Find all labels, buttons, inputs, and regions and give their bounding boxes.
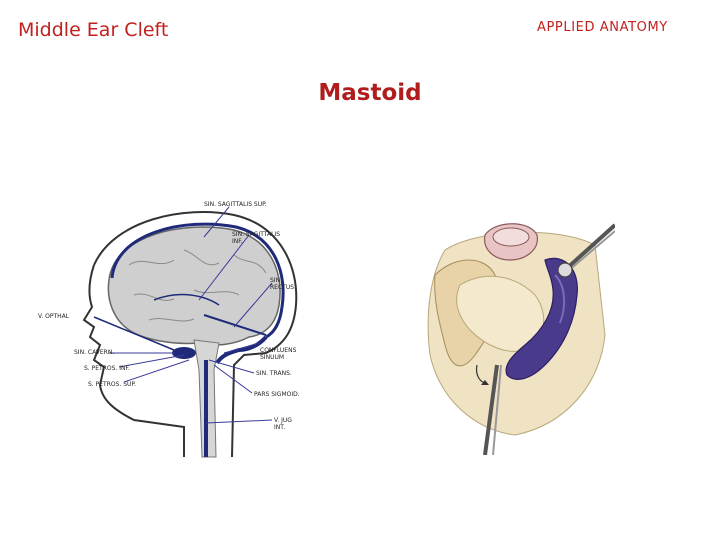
label-v-jug-int: V. JUG INT.	[274, 417, 292, 431]
head-sagittal-illustration	[82, 206, 298, 458]
label-sin-cavern: SIN. CAVERN.	[74, 349, 115, 356]
label-sin-sagittalis-inf: SIN. SAGITTALIS INF.	[232, 231, 281, 245]
label-sin-trans: SIN. TRANS.	[256, 370, 292, 377]
topic-label: APPLIED ANATOMY	[537, 20, 668, 35]
venous-sinus-diagram: SIN. SAGITTALIS SUP. SIN. SAGITTALIS INF…	[34, 195, 334, 460]
label-s-petros-sup: S. PETROS. SUP.	[88, 381, 137, 388]
label-s-petros-inf: S. PETROS. INF.	[84, 365, 130, 372]
label-v-opthal: V. OPTHAL	[38, 313, 70, 320]
mastoid-cavity-drawing	[427, 223, 617, 456]
slide-title: Mastoid	[318, 80, 422, 106]
label-sin-sagittalis-sup: SIN. SAGITTALIS SUP.	[204, 201, 267, 208]
label-sin-rectus: SIN. RECTUS	[270, 277, 295, 291]
section-title: Middle Ear Cleft	[18, 19, 169, 41]
label-pars-sigmoid: PARS SIGMOID.	[254, 391, 300, 398]
label-confluens-sinuum: CONFLUENS SINUUM	[260, 347, 297, 361]
mastoid-surgery-illustration	[415, 215, 617, 456]
